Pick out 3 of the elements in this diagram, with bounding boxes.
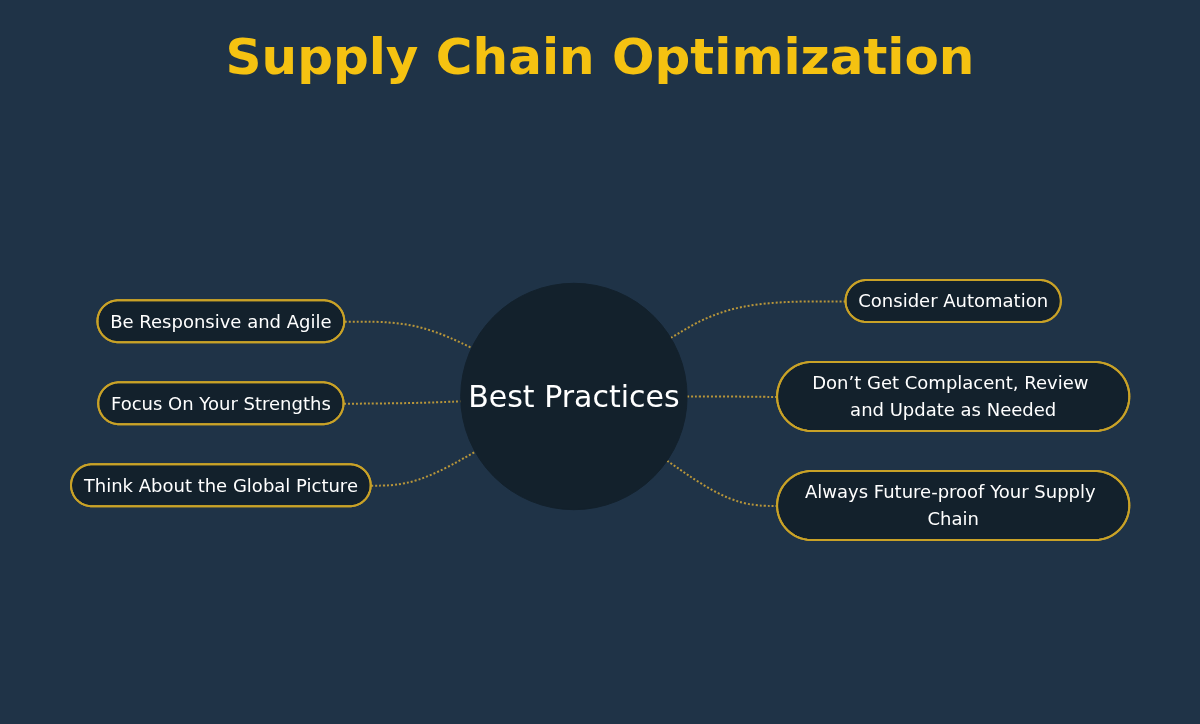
node-circle: Best Practices [460, 282, 688, 511]
connector [370, 450, 476, 487]
diagram-title: Supply Chain Optimization [225, 27, 975, 86]
